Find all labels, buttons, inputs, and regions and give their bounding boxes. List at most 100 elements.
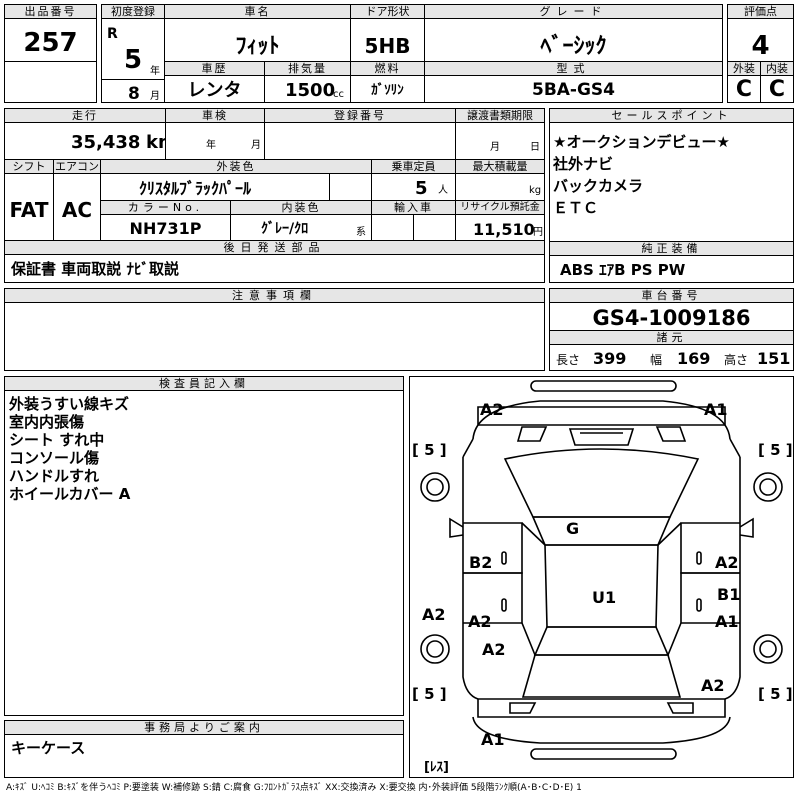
width-label: 幅 [650, 353, 663, 367]
displacement-unit: cc [333, 89, 344, 100]
int-color-box: 内装色 ｸﾞﾚｰ/ｸﾛ 系 [230, 200, 372, 241]
inspector-line: シート すれ中 [9, 431, 105, 449]
lot-blank-box [4, 61, 97, 103]
lot-number-box: 出品番号 257 [4, 4, 97, 62]
mileage-box: 走行 35,438 km [4, 108, 177, 160]
transfer-month: 月 [490, 142, 500, 153]
chassis-label: 車台番号 [550, 289, 793, 303]
aircon-label: エアコン [54, 160, 100, 174]
specs-label: 諸元 [550, 330, 793, 345]
car-diagram: A2 A1 G B2 A2 U1 B1 A2 A2 A1 A2 A2 A1 [ … [409, 376, 794, 778]
sales-point-item: ＥＴＣ [553, 199, 599, 217]
inspector-line: 室内内張傷 [9, 413, 85, 431]
displacement-value: 1500 [285, 80, 336, 101]
grade-label: グレード [425, 5, 722, 19]
tire-front-right: [ 5 ] [758, 441, 793, 459]
score-box: 評価点 4 [727, 4, 794, 62]
door-box: ドア形状 5HB [350, 4, 425, 62]
displacement-label: 排気量 [265, 62, 350, 76]
inspector-line: コンソール傷 [9, 449, 100, 467]
legend: A:ｷｽﾞ U:ﾍｺﾐ B:ｷｽﾞを伴うﾍｺﾐ P:要塗装 W:補修跡 S:錆 … [6, 783, 582, 793]
ext-color-box: 外装色 ｸﾘｽﾀﾙﾌﾞﾗｯｸﾊﾟｰﾙ [100, 159, 372, 201]
sales-point-item: ★オークションデビュー★ [553, 133, 730, 151]
shift-value: FAT [9, 198, 49, 222]
score-label: 評価点 [728, 5, 793, 19]
height-label: 高さ [724, 353, 749, 367]
fuel-label: 燃料 [351, 62, 424, 76]
recycle-value: 11,510 [473, 220, 535, 239]
model-box: 型式 5BA-GS4 [424, 61, 723, 103]
inspector-line: ホイールカバー A [9, 485, 131, 503]
mark-g: G [566, 519, 579, 538]
ext-color-value: ｸﾘｽﾀﾙﾌﾞﾗｯｸﾊﾟｰﾙ [139, 179, 252, 198]
reg-number-label: 登録番号 [265, 109, 455, 123]
capacity-unit: 人 [438, 185, 448, 196]
equipment-value: ABS ｴｱB PS PW [560, 261, 686, 279]
inspection-box: 車検 年 月 [165, 108, 265, 160]
first-registration-box: 初度登録 R 5 年 8 月 [101, 4, 165, 103]
recycle-label: リサイクル預託金 [456, 201, 544, 215]
displacement-box: 排気量 1500 cc [264, 61, 351, 103]
car-name: ﾌｨｯﾄ [235, 34, 280, 59]
int-color-unit: 系 [356, 227, 366, 238]
shift-label: シフト [5, 160, 53, 174]
model-label: 型式 [425, 62, 722, 76]
lot-number-label: 出品番号 [5, 5, 96, 19]
tire-rear-right: [ 5 ] [758, 685, 793, 703]
fuel-value: ｶﾞｿﾘﾝ [371, 83, 404, 98]
inspection-label: 車検 [166, 109, 264, 123]
sales-point-box: セールスポイント ★オークションデビュー★ 社外ナビ バックカメラ ＥＴＣ [549, 108, 794, 242]
reg-number-box: 登録番号 [264, 108, 456, 160]
car-name-box: 車名 ﾌｨｯﾄ [164, 4, 351, 62]
aircon-box: エアコン AC [53, 159, 101, 241]
width-value: 169 [677, 349, 711, 368]
grade-value: ﾍﾞｰｼｯｸ [540, 34, 607, 59]
transfer-label: 譲渡書類期限 [456, 109, 544, 123]
shift-box: シフト FAT [4, 159, 54, 241]
length-label: 長さ [556, 353, 581, 367]
capacity-box: 乗車定員 5 人 [371, 159, 456, 201]
history-value: レンタ [187, 80, 242, 101]
interior-label: 内装 [761, 62, 793, 76]
sales-point-label: セールスポイント [550, 109, 793, 123]
inspector-label: 検査員記入欄 [5, 377, 403, 391]
later-parts-label: 後日発送部品 [5, 241, 544, 255]
color-no-box: カラーNo. NH731P [100, 200, 231, 241]
mark-a1-right-lower: A1 [715, 612, 739, 631]
capacity-label: 乗車定員 [372, 160, 455, 174]
score-value: 4 [751, 31, 770, 61]
grade-box: グレード ﾍﾞｰｼｯｸ [424, 4, 723, 62]
height-value: 151 [757, 349, 791, 368]
mark-a2-right-upper: A2 [715, 553, 739, 572]
interior-box: 内装 C [760, 61, 794, 103]
era-value: R [107, 26, 118, 42]
sales-point-item: 社外ナビ [553, 155, 614, 173]
mark-a1-front-right: A1 [704, 400, 728, 419]
later-parts-box: 後日発送部品 保証書 車両取説 ﾅﾋﾞ取説 [4, 240, 545, 283]
load-box: 最大積載量 kg [455, 159, 545, 201]
chassis-value: GS4-1009186 [592, 306, 751, 330]
sales-point-item: バックカメラ [553, 177, 644, 195]
year-unit: 年 [150, 66, 160, 77]
recycle-unit: 円 [533, 227, 543, 238]
tire-rear-left: [ 5 ] [412, 685, 447, 703]
inspection-month: 月 [251, 140, 261, 151]
import-box: 輸入車 [371, 200, 456, 241]
mark-a2-left-outer: A2 [422, 605, 446, 624]
door-label: ドア形状 [351, 5, 424, 19]
mark-a2-left-inner: A2 [468, 612, 492, 631]
tire-front-left: [ 5 ] [412, 441, 447, 459]
inspector-box: 検査員記入欄 外装うすい線キズ 室内内張傷 シート すれ中 コンソール傷 ハンド… [4, 376, 404, 716]
inspection-year: 年 [206, 140, 216, 151]
import-label: 輸入車 [372, 201, 455, 215]
aircon-value: AC [61, 198, 93, 222]
transfer-box: 譲渡書類期限 月 日 [455, 108, 545, 160]
notes-box: 注意事項欄 [4, 288, 545, 371]
history-box: 車歴 レンタ [164, 61, 265, 103]
first-registration-label: 初度登録 [102, 5, 164, 19]
month-unit: 月 [150, 91, 160, 102]
ext-color-label: 外装色 [101, 160, 371, 174]
exterior-box: 外装 C [727, 61, 761, 103]
notes-label: 注意事項欄 [5, 289, 544, 303]
exterior-value: C [735, 77, 753, 102]
